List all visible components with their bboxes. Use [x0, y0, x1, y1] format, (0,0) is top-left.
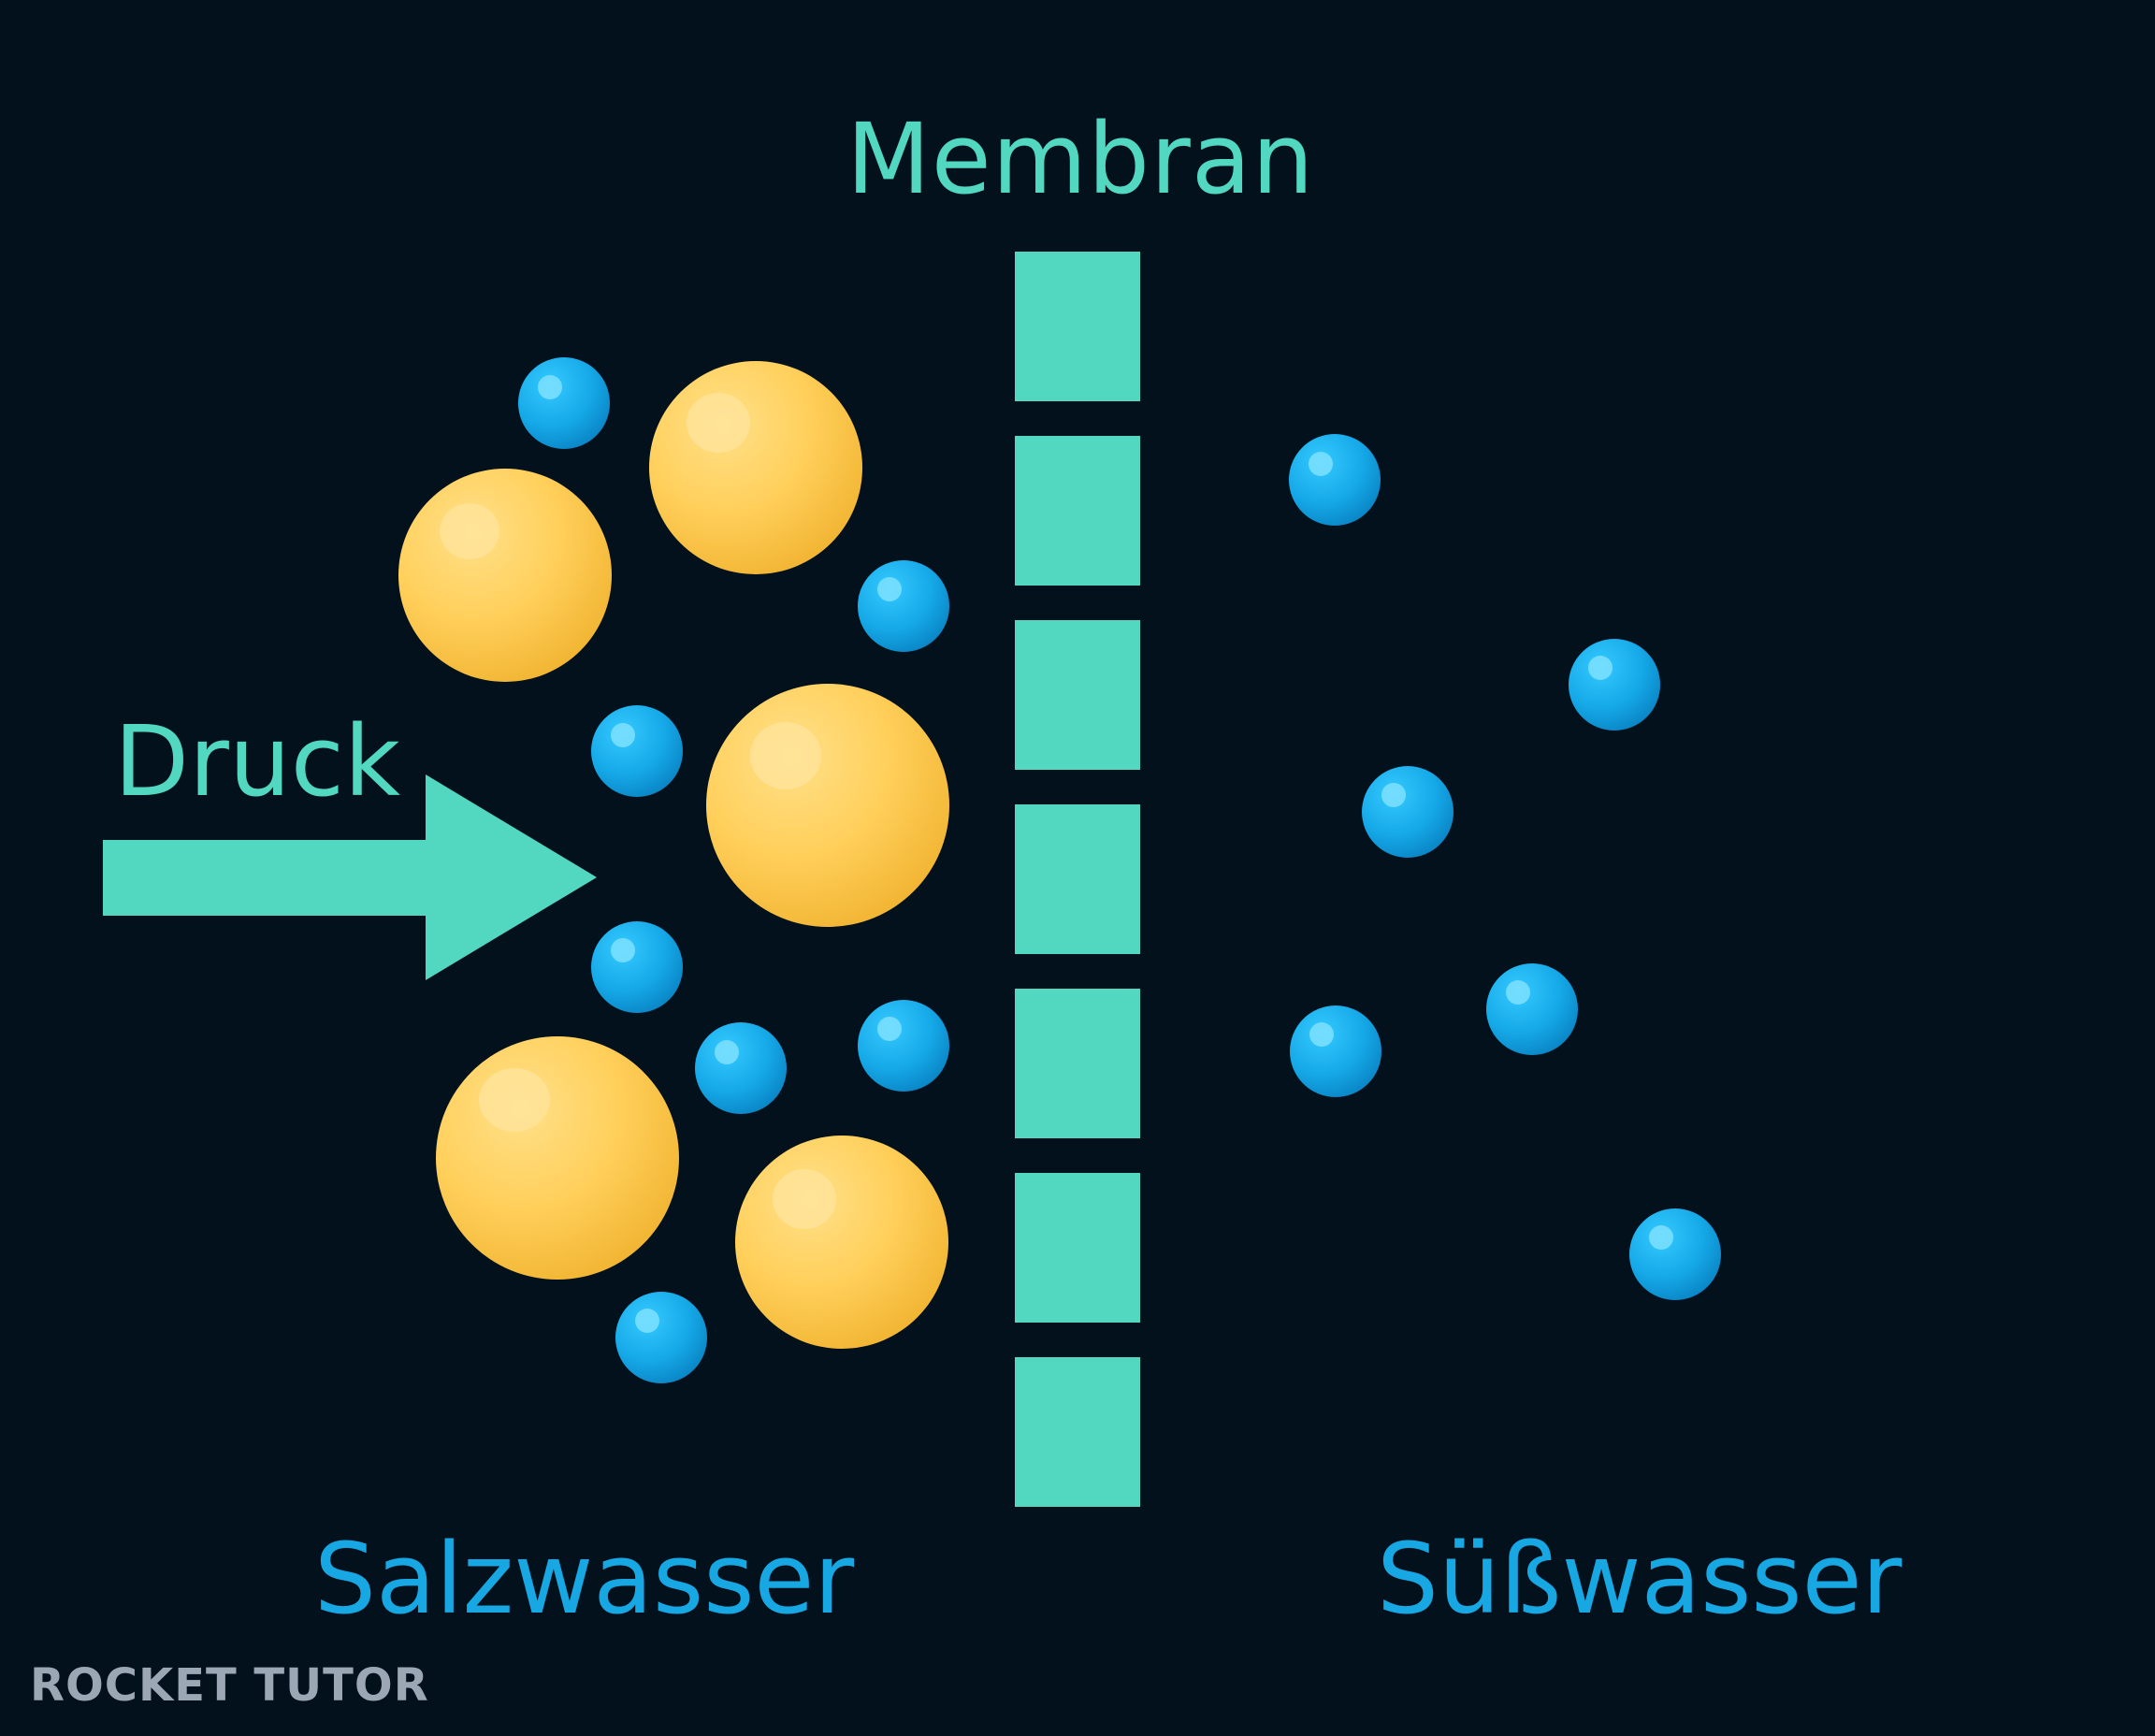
- membrane-label: Membran: [846, 102, 1315, 216]
- membrane-segment: [1015, 1357, 1140, 1507]
- salt-particle-icon: [398, 469, 612, 682]
- water-molecule-icon: [1289, 434, 1381, 526]
- salt-particle-icon: [735, 1136, 948, 1349]
- water-molecule-icon: [591, 921, 683, 1013]
- salt-particles: [398, 361, 949, 1349]
- water-molecule-icon: [518, 357, 610, 449]
- membrane-segment: [1015, 620, 1140, 770]
- water-molecule-icon: [1290, 1005, 1381, 1097]
- salt-particle-icon: [436, 1036, 679, 1280]
- water-molecule-icon: [1629, 1208, 1721, 1300]
- membrane-segment: [1015, 989, 1140, 1138]
- water-molecule-icon: [615, 1292, 707, 1383]
- water-molecule-icon: [1569, 639, 1660, 731]
- pressure-label: Druck: [114, 704, 401, 818]
- brand-logo: ROCKET TUTOR: [30, 1659, 429, 1712]
- fresh-water-label: Süßwasser: [1377, 1522, 1902, 1636]
- water-molecule-icon: [1362, 766, 1454, 858]
- water-molecule-icon: [858, 560, 949, 652]
- water-molecule-icon: [858, 1000, 949, 1092]
- salt-particle-icon: [649, 361, 862, 574]
- membrane-segment: [1015, 1173, 1140, 1323]
- water-molecule-icon: [1486, 963, 1578, 1055]
- membrane-segment: [1015, 252, 1140, 401]
- water-molecules-fresh-side: [1289, 434, 1721, 1300]
- water-molecule-icon: [695, 1022, 787, 1114]
- water-molecule-icon: [591, 705, 683, 797]
- water-molecules-salt-side: [518, 357, 949, 1383]
- membrane-segment: [1015, 804, 1140, 954]
- salt-water-label: Salzwasser: [314, 1522, 855, 1636]
- pressure-arrow-icon: [103, 774, 597, 980]
- membrane-segment: [1015, 436, 1140, 586]
- membrane-icon: [1015, 252, 1140, 1507]
- salt-particle-icon: [706, 684, 949, 927]
